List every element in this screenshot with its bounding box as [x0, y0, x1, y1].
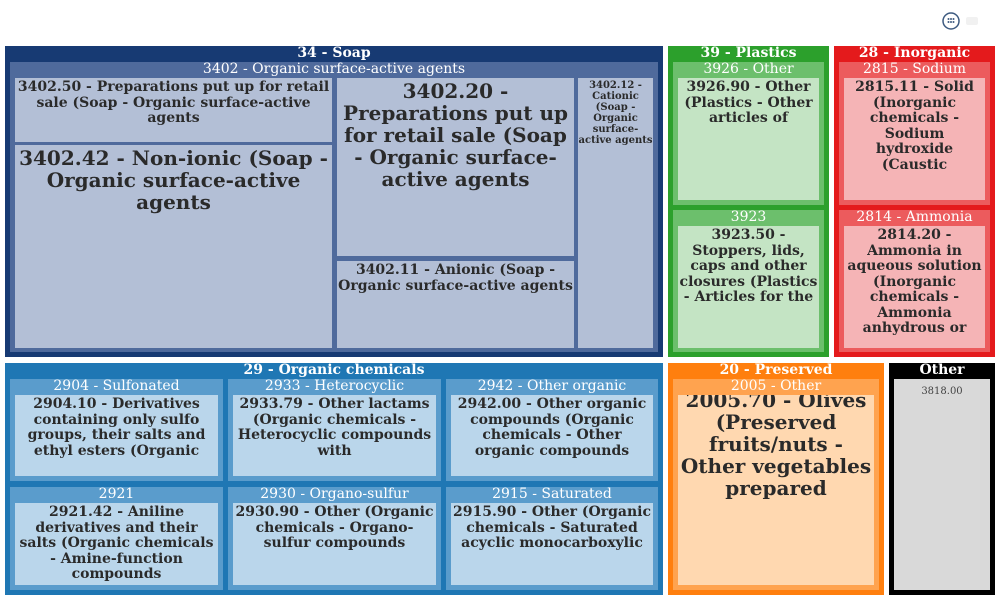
- leaf-label: 3402.42 - Non-ionic (Soap - Organic surf…: [19, 146, 328, 214]
- treemap-leaf[interactable]: 2904.10 - Derivatives containing only su…: [15, 395, 218, 476]
- sector-label: 28 - Inorganic: [858, 46, 971, 61]
- group-label: 2921: [98, 487, 135, 502]
- treemap-leaf[interactable]: 3818.00: [894, 379, 990, 590]
- leaf-label: 3402.20 - Preparations put up for retail…: [343, 79, 568, 191]
- group-label: 2815 - Sodium: [862, 62, 966, 77]
- treemap-leaf[interactable]: 2921.42 - Aniline derivatives and their …: [15, 503, 218, 585]
- group-label: 2904 - Sulfonated: [53, 379, 180, 394]
- treemap-leaf[interactable]: 3402.50 - Preparations put up for retail…: [15, 78, 332, 142]
- sector-label: Other: [919, 363, 965, 378]
- leaf-label: 2921.42 - Aniline derivatives and their …: [19, 504, 214, 582]
- group-label: 2930 - Organo-sulfur: [260, 487, 409, 502]
- group-label: 2005 - Other: [730, 379, 822, 394]
- leaf-label: 3926.90 - Other (Plastics - Other articl…: [684, 79, 813, 126]
- plotly-logo-icon[interactable]: [942, 12, 960, 30]
- leaf-label: 3923.50 - Stoppers, lids, caps and other…: [679, 227, 818, 305]
- leaf-label: 2005.70 - Olives (Preserved fruits/nuts …: [680, 395, 872, 500]
- sector-label: 20 - Preserved: [719, 363, 833, 378]
- sector-label: 34 - Soap: [297, 46, 371, 61]
- treemap-leaf[interactable]: 3402.20 - Preparations put up for retail…: [337, 78, 574, 256]
- group-label: 3402 - Organic surface-active agents: [202, 62, 466, 77]
- treemap-leaf[interactable]: 2930.90 - Other (Organic chemicals - Org…: [233, 503, 436, 585]
- treemap-leaf[interactable]: 2005.70 - Olives (Preserved fruits/nuts …: [678, 395, 874, 585]
- sector-label: 29 - Organic chemicals: [243, 363, 425, 378]
- treemap-leaf[interactable]: 2933.79 - Other lactams (Organic chemica…: [233, 395, 436, 476]
- leaf-label: 3402.11 - Anionic (Soap - Organic surfac…: [338, 262, 573, 294]
- leaf-label: 2814.20 - Ammonia in aqueous solution (I…: [847, 227, 982, 336]
- group-label: 2942 - Other organic: [477, 379, 627, 394]
- sector-label: 39 - Plastics: [700, 46, 797, 61]
- leaf-label: 2933.79 - Other lactams (Organic chemica…: [237, 396, 432, 459]
- leaf-label: 2904.10 - Derivatives containing only su…: [27, 396, 206, 459]
- toolbar-faded-icon[interactable]: [963, 12, 981, 30]
- leaf-label: 2930.90 - Other (Organic chemicals - Org…: [235, 504, 434, 551]
- leaf-label: 2815.11 - Solid (Inorganic chemicals - S…: [855, 79, 974, 173]
- treemap-leaf[interactable]: 2942.00 - Other organic compounds (Organ…: [451, 395, 653, 476]
- treemap-leaf[interactable]: 3402.42 - Non-ionic (Soap - Organic surf…: [15, 145, 332, 348]
- treemap-leaf[interactable]: 3402.12 - Cationic (Soap - Organic surfa…: [578, 78, 653, 348]
- leaf-label: 3402.12 - Cationic (Soap - Organic surfa…: [578, 80, 653, 146]
- group-label: 2915 - Saturated: [492, 487, 612, 502]
- treemap-leaf[interactable]: 3402.11 - Anionic (Soap - Organic surfac…: [337, 261, 574, 348]
- treemap-leaf[interactable]: 2814.20 - Ammonia in aqueous solution (I…: [844, 226, 985, 348]
- leaf-label: 2942.00 - Other organic compounds (Organ…: [457, 396, 647, 459]
- treemap-leaf[interactable]: 2915.90 - Other (Organic chemicals - Sat…: [451, 503, 653, 585]
- group-label: 2933 - Heterocyclic: [264, 379, 405, 394]
- group-label: 2814 - Ammonia: [856, 210, 973, 225]
- leaf-label: 2915.90 - Other (Organic chemicals - Sat…: [453, 504, 651, 551]
- treemap-leaf[interactable]: 2815.11 - Solid (Inorganic chemicals - S…: [844, 78, 985, 200]
- treemap-leaf[interactable]: 3926.90 - Other (Plastics - Other articl…: [678, 78, 819, 200]
- group-label: 3926 - Other: [703, 62, 794, 77]
- group-label: 3923: [730, 210, 767, 225]
- treemap-leaf[interactable]: 3923.50 - Stoppers, lids, caps and other…: [678, 226, 819, 348]
- leaf-label: 3402.50 - Preparations put up for retail…: [17, 79, 330, 126]
- leaf-label: 3818.00: [921, 386, 963, 397]
